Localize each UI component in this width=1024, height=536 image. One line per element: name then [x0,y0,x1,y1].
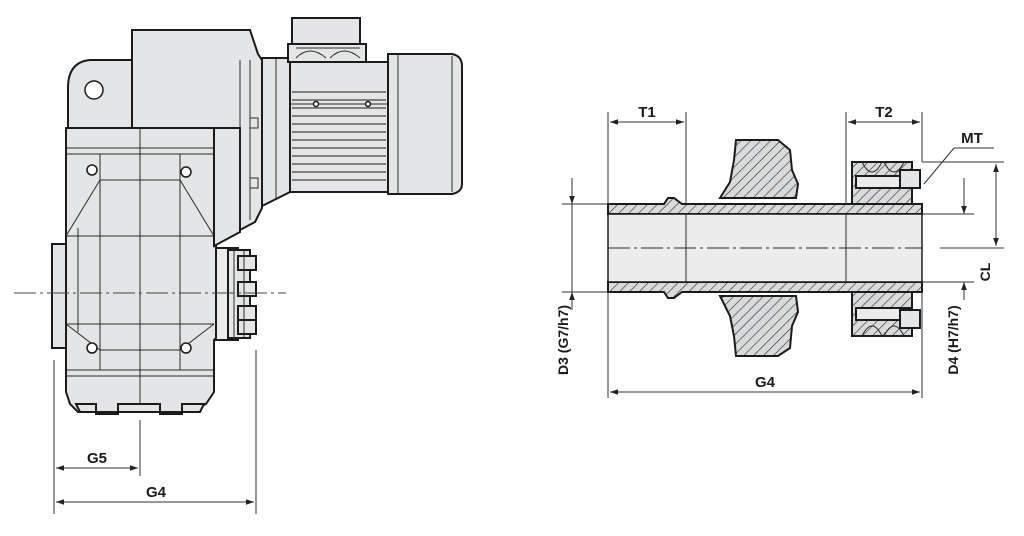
shaft-wall-bottom [607,281,923,299]
label-cl: CL [977,262,993,281]
housing-bolt [180,166,192,178]
label-d3: D3 (G7/h7) [555,305,571,375]
housing-foot [74,403,206,415]
motor-cooling-fins [292,91,386,181]
hollow-shaft-section-view: T1 T2 MT D3 (G7/h7) D4 (H7/h7) CL G4 [555,104,1004,398]
adapter-plate [213,127,241,248]
terminal-box [291,17,361,45]
label-g4-right: G4 [755,374,776,391]
label-mt: MT [961,130,983,147]
motor-fan-cover [387,53,463,195]
housing-bolt [180,342,192,354]
label-g5: G5 [87,450,107,467]
housing-bolt [86,164,98,176]
housing-left-step [51,243,67,349]
housing-bolt [86,342,98,354]
gear-section-bottom [718,295,800,357]
label-d4: D4 (H7/h7) [945,305,961,374]
label-t2: T2 [875,104,893,121]
label-t1: T1 [638,104,656,121]
lug-hole [84,80,104,100]
terminal-box-base [287,43,367,63]
gear-section-top [718,139,800,199]
label-g4-left: G4 [146,484,167,501]
gear-motor-side-view: G5 G4 [14,17,463,514]
